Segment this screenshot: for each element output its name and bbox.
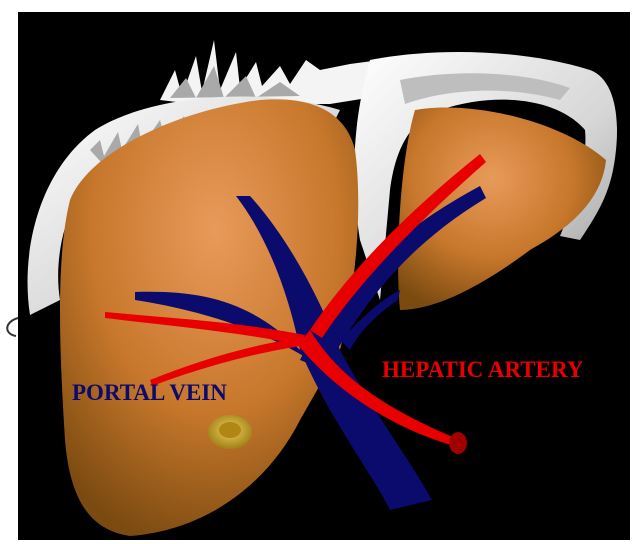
small-curl-mark — [7, 318, 18, 336]
portal-vein-label: PORTAL VEIN — [72, 380, 227, 405]
gallbladder-inner — [219, 422, 241, 438]
hepatic-artery-label: HEPATIC ARTERY — [382, 357, 584, 382]
